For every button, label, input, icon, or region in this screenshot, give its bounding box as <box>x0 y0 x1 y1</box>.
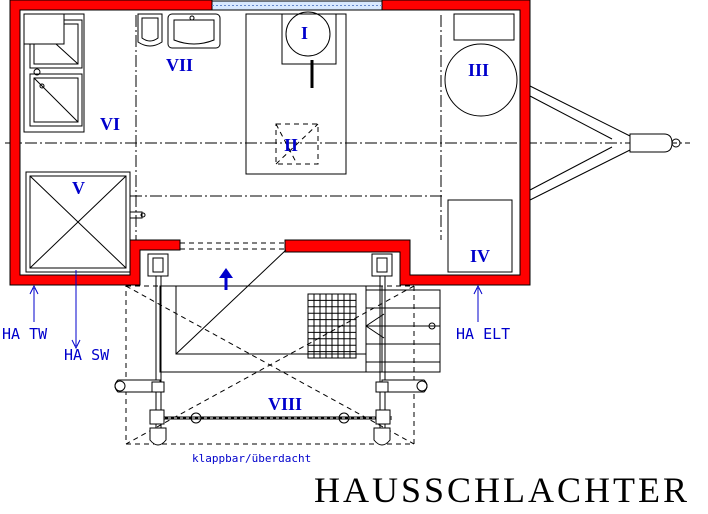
connection-label-sw: HA SW <box>64 346 110 364</box>
annex-platform <box>125 249 415 445</box>
room-label-iii: III <box>468 60 489 80</box>
annex-caption: klappbar/überdacht <box>192 452 311 465</box>
wash-basins <box>137 13 221 49</box>
side-steps <box>365 289 441 373</box>
connection-arrows <box>29 270 483 350</box>
connection-label-elt: HA ELT <box>456 325 510 343</box>
drawbar <box>529 85 681 201</box>
entry-arrow-icon <box>219 268 233 290</box>
upper-cabinet <box>23 13 65 45</box>
room-label-ii: II <box>284 135 298 155</box>
work-table <box>245 11 347 175</box>
electric-cabinet <box>447 199 513 273</box>
tank-unit <box>444 13 518 117</box>
drawing-title: HAUSSCHLACHTER <box>314 470 690 510</box>
room-label-iv: IV <box>470 246 490 266</box>
floor-grate <box>307 293 357 359</box>
room-label-v: V <box>72 178 85 198</box>
storage-box <box>25 171 146 273</box>
connection-label-tw: HA TW <box>2 325 48 343</box>
support-posts <box>114 253 428 446</box>
room-label-viii: VIII <box>268 394 302 414</box>
door-opening <box>180 242 285 250</box>
room-label-vii: VII <box>166 55 193 75</box>
room-label-vi: VI <box>100 114 120 134</box>
room-label-i: I <box>301 23 308 43</box>
top-window <box>211 0 383 11</box>
